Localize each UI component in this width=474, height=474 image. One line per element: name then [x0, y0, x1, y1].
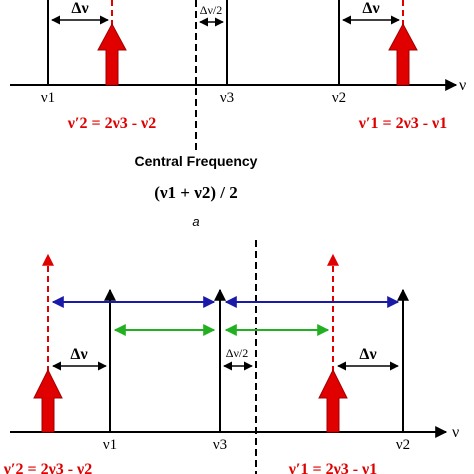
red-arrow-nu2prime-a — [97, 22, 127, 86]
nu1prime-equation-a: ν′1 = 2ν3 - ν1 — [358, 115, 447, 132]
nu2-label-a: ν2 — [332, 90, 346, 106]
red-arrow-nu1prime-b — [318, 368, 348, 433]
delta-nu-label-right-b: Δν — [359, 346, 376, 363]
nu2prime-equation-b: ν′2 = 2ν3 - ν2 — [3, 461, 92, 474]
nu2-label-b: ν2 — [396, 437, 410, 453]
panel-label-a: a — [192, 214, 199, 229]
red-arrow-nu1prime-a — [388, 22, 418, 86]
panel-b: ν Δν Δν/2 Δν ν1 ν3 ν2 ν′2 = 2ν3 - ν2 — [3, 240, 459, 474]
delta-nu-half-label-b: Δν/2 — [226, 346, 248, 360]
nu3-label-b: ν3 — [213, 437, 227, 453]
nu2prime-equation-a: ν′2 = 2ν3 - ν2 — [67, 115, 156, 132]
nu1-label-b: ν1 — [103, 437, 117, 453]
delta-nu-label-left-b: Δν — [70, 346, 87, 363]
nu3-label-a: ν3 — [220, 90, 234, 106]
central-frequency-formula: (ν1 + ν2) / 2 — [154, 183, 237, 202]
delta-nu-label-right-a: Δν — [362, 0, 379, 17]
nu1-label-a: ν1 — [41, 90, 55, 106]
delta-nu-label-left-a: Δν — [71, 0, 88, 17]
delta-nu-half-label-a: Δν/2 — [200, 3, 222, 17]
central-frequency-label: Central Frequency — [135, 153, 258, 169]
panel-a: ν Δν Δν/2 Δν ν1 ν3 ν2 ν′2 = 2ν3 - ν2 ν′1… — [10, 0, 466, 229]
axis-symbol-b: ν — [452, 424, 459, 441]
axis-symbol-a: ν — [459, 77, 466, 94]
nu1prime-equation-b: ν′1 = 2ν3 - ν1 — [288, 461, 377, 474]
red-arrow-nu2prime-b — [33, 368, 63, 433]
